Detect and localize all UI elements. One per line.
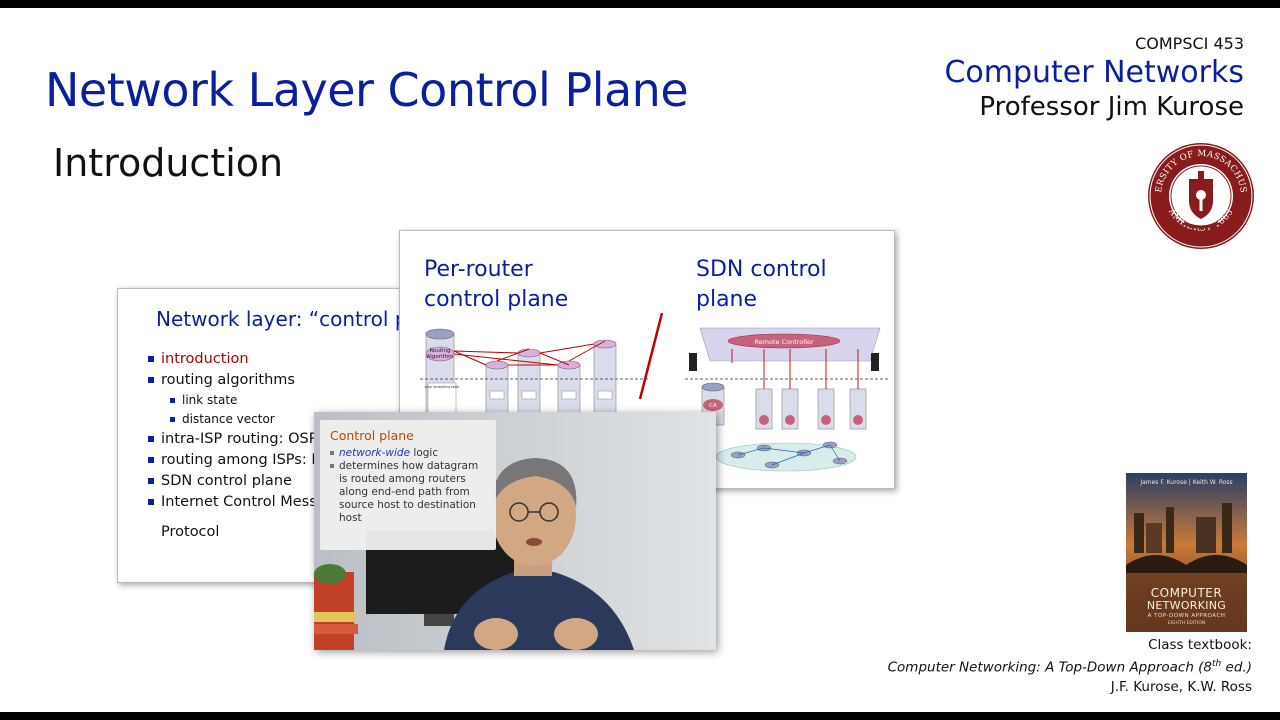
divider-line (638, 312, 664, 400)
textbook-caption-label: Class textbook: (1148, 637, 1252, 653)
per-router-graphic: Routing Algorithm (420, 328, 650, 421)
sdn-title-line1: SDN control (696, 257, 827, 282)
control-plane-bullet-2: determines how datagram is routed among … (330, 460, 486, 525)
per-router-title: Per-router control plane (424, 255, 568, 315)
textbook-cover-title-1: COMPUTER (1150, 586, 1223, 600)
network-wide-rest: logic (410, 447, 439, 459)
control-plane-bullet-1: network-wide logic (330, 447, 486, 460)
control-plane-card: Control plane network-wide logic determi… (320, 420, 496, 550)
textbook-cover-image (1126, 473, 1247, 632)
slide-title: Network Layer Control Plane (45, 63, 689, 117)
network-wide-emphasis: network-wide (339, 447, 411, 459)
forwarding-table-label: local forwarding table (425, 385, 460, 389)
slide: Network Layer Control Plane Introduction… (0, 8, 1280, 712)
outline-subitem-link-state: link state (148, 391, 416, 410)
professor-name: Professor Jim Kurose (979, 92, 1244, 122)
remote-controller-label: Remote Controller (754, 338, 813, 346)
textbook-caption-authors: J.F. Kurose, K.W. Ross (1110, 678, 1252, 695)
outline-item-among-isps: routing among ISPs: BG (148, 450, 416, 471)
textbook-cover-edition: EIGHTH EDITION (1167, 621, 1206, 626)
outline-item-introduction: introduction (148, 349, 416, 370)
outline-item-icmp-continuation: Protocol (161, 524, 220, 540)
course-info: COMPSCI 453 Computer Networks Professor … (944, 34, 1244, 122)
control-plane-card-title: Control plane (330, 428, 414, 443)
routing-label-2: Algorithm (427, 354, 454, 360)
course-name: Computer Networks (944, 55, 1244, 90)
textbook-edition-text: ed.) (1221, 659, 1252, 676)
diagram-graphics: Routing Algorithm (420, 312, 890, 472)
outline-title: Network layer: “control pla (156, 307, 417, 331)
sdn-title-line2: plane (696, 287, 758, 312)
outline-item-intra-isp: intra-ISP routing: OSPF (148, 429, 416, 450)
course-code: COMPSCI 453 (1135, 34, 1244, 53)
sdn-title: SDN control plane (696, 255, 827, 315)
umass-seal-logo: UNIVERSITY OF MASSACHUSETTS AMHERST 1863 (1146, 141, 1254, 249)
sdn-graphic: Remote Controller CA (685, 327, 890, 472)
outline-item-icmp: Internet Control Messa (148, 492, 416, 513)
textbook-cover: James F. Kurose | Keith W. Ross COMPUTER… (1126, 473, 1247, 632)
lecture-video-frame: Control plane network-wide logic determi… (314, 412, 716, 650)
routing-label-1: Routing (429, 348, 450, 354)
control-plane-card-list: network-wide logic determines how datagr… (330, 447, 486, 525)
textbook-cover-authors: James F. Kurose | Keith W. Ross (1140, 479, 1233, 486)
outline-item-routing-algorithms: routing algorithms (148, 370, 416, 391)
textbook-cover-title-2: NETWORKING (1146, 599, 1227, 612)
outline-list: introduction routing algorithms link sta… (148, 349, 416, 513)
outline-item-sdn: SDN control plane (148, 471, 416, 492)
ca-label: CA (709, 403, 717, 409)
per-router-title-line1: Per-router (424, 257, 533, 282)
textbook-caption: Class textbook: Computer Networking: A T… (888, 636, 1252, 697)
outline-subitem-distance-vector: distance vector (148, 410, 416, 429)
textbook-title-text: Computer Networking: A Top-Down Approach… (887, 659, 1213, 676)
textbook-caption-title: Computer Networking: A Top-Down Approach… (888, 655, 1252, 678)
textbook-edition-sup: th (1212, 659, 1222, 669)
per-router-title-line2: control plane (424, 287, 569, 312)
textbook-cover-subtitle: A TOP-DOWN APPROACH (1147, 613, 1226, 619)
slide-subtitle: Introduction (53, 141, 284, 185)
